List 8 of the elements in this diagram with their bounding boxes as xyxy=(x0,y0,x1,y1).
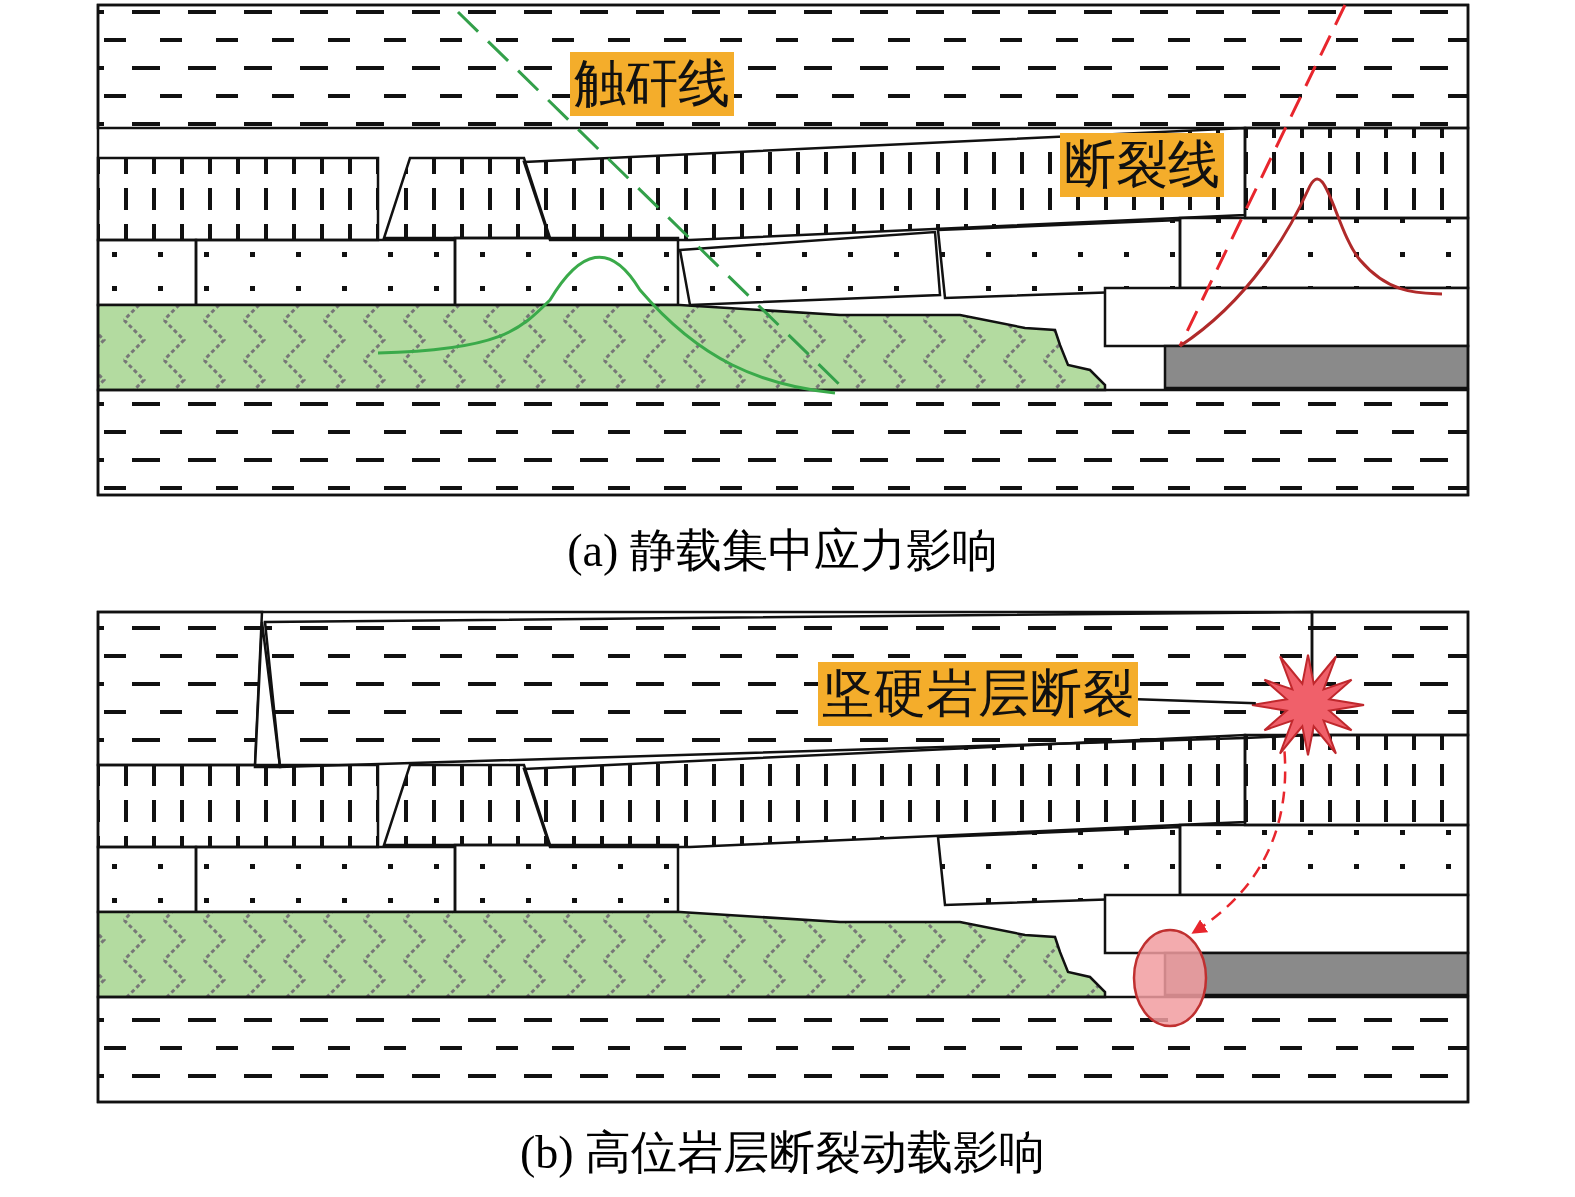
leader-line xyxy=(1137,698,1256,705)
figure-caption: (b) 高位岩层断裂动载影响 xyxy=(518,1126,1047,1180)
impact-ellipse xyxy=(1132,928,1208,1028)
callout-label: 断裂线 xyxy=(1060,133,1224,197)
callout-label: 坚硬岩层断裂 xyxy=(818,662,1138,726)
arrow xyxy=(1191,751,1287,935)
callout-label: 触矸线 xyxy=(570,52,734,116)
figure-caption: (a) 静载集中应力影响 xyxy=(566,524,999,578)
